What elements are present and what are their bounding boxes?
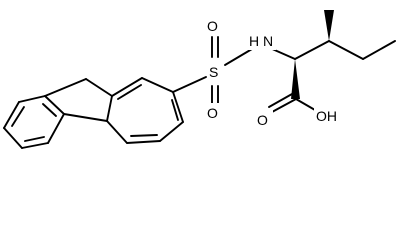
atom-label-background (255, 110, 273, 129)
bond (295, 98, 316, 111)
atom-label: O (207, 105, 218, 121)
bond-double-inner (130, 134, 158, 137)
bond-double (271, 98, 297, 113)
bond (362, 40, 396, 60)
carbonyl-oxygen: O (255, 110, 273, 129)
atom-label-background (248, 30, 276, 50)
bond-double-inner (24, 136, 45, 142)
bond-double (268, 93, 293, 108)
bond (3, 127, 23, 149)
sulfur-atom: S (207, 62, 223, 80)
bond (44, 78, 87, 97)
bond (159, 121, 184, 142)
bond (106, 120, 128, 144)
atom-label: O (207, 18, 218, 34)
bond-double-inner (11, 106, 25, 127)
bond (63, 113, 108, 122)
bond (126, 140, 161, 144)
bond (111, 77, 143, 97)
bond (3, 101, 20, 129)
bond (47, 113, 65, 144)
atom-label: OH (316, 108, 337, 124)
bond-wedge (291, 59, 300, 99)
molecule-structure: S O O H N OH O (3, 10, 396, 149)
atom-label-background (314, 106, 344, 125)
bond-double-inner (42, 103, 57, 117)
atom-label: H N (249, 33, 273, 49)
bond (106, 95, 113, 122)
atom-label-background (207, 62, 223, 80)
oxygen-atom-bottom: O (205, 103, 223, 122)
bond-layer (3, 10, 396, 149)
bond (18, 95, 46, 103)
bond (21, 142, 49, 149)
atom-label-background (205, 103, 223, 122)
bond (172, 91, 184, 123)
bond-double-inner (171, 99, 179, 121)
bond (44, 95, 65, 115)
bond (328, 40, 364, 60)
atom-label: S (209, 64, 218, 80)
oxygen-atom-top: O (205, 16, 223, 35)
bond-wedge (324, 10, 334, 41)
bond (141, 77, 174, 93)
bond (224, 48, 253, 66)
bond (172, 76, 207, 93)
bond-double-inner (117, 84, 142, 100)
atom-label-background (205, 16, 223, 35)
bond (294, 40, 330, 60)
atom-label: O (257, 112, 268, 128)
hydroxyl-group: OH (314, 106, 344, 125)
bond (85, 78, 113, 97)
nitrogen-atom: H N (248, 30, 276, 50)
atom-label-layer: S O O H N OH O (205, 16, 344, 129)
